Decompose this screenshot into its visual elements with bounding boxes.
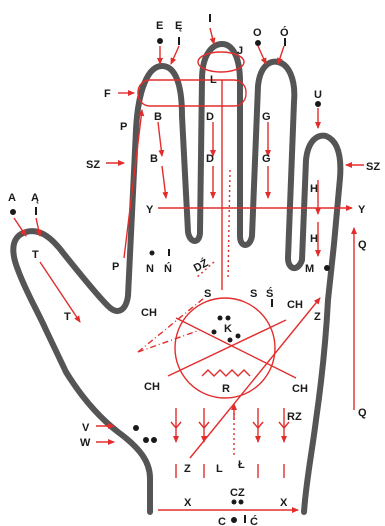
label-x-1: X	[184, 497, 192, 509]
label-m: M	[305, 263, 314, 275]
chevron-lower-2	[198, 421, 210, 430]
label-k: K	[224, 323, 232, 335]
label-ch-2: CH	[287, 299, 303, 311]
label-y-right: Y	[358, 204, 366, 216]
arrow-t	[39, 261, 81, 323]
r-zigzag	[201, 369, 251, 377]
chevron-lower-4	[278, 421, 290, 430]
arrow-e-ogonek	[170, 45, 180, 65]
arrow-a-ogonek	[35, 217, 42, 237]
label-q-bottom: Q	[358, 407, 367, 419]
ch-line-1	[175, 317, 297, 379]
label-d-2: D	[206, 153, 214, 165]
label-s-acute: Ś	[266, 287, 273, 300]
label-j: J	[237, 45, 243, 57]
label-p-bottom: P	[112, 261, 119, 273]
label-l-bottom: L	[216, 463, 223, 475]
label-h-1: H	[310, 183, 318, 195]
dots-and-bars	[10, 14, 330, 523]
label-cz: CZ	[230, 487, 245, 499]
chevron-lower-3	[252, 421, 264, 430]
label-n: N	[146, 263, 154, 275]
f-knuckle-box	[137, 79, 247, 107]
label-u: U	[314, 89, 322, 101]
arrow-i	[209, 27, 216, 45]
arrow-b-1	[157, 121, 165, 157]
hand-outline	[10, 41, 344, 515]
label-a: A	[8, 192, 16, 204]
label-o: O	[253, 27, 262, 39]
label-y-left: Y	[146, 204, 154, 216]
label-t-1: T	[32, 249, 39, 261]
label-c: C	[218, 516, 226, 526]
label-f: F	[104, 88, 111, 100]
label-z-2: Z	[184, 463, 191, 475]
arrow-a	[13, 217, 27, 237]
label-a-ogonek: Ą	[31, 192, 39, 204]
label-ch-4: CH	[292, 383, 308, 395]
arrow-z	[189, 297, 321, 459]
label-dz: DŹ	[191, 256, 210, 274]
label-b-2: B	[150, 153, 158, 165]
label-l-stroke: Ł	[238, 459, 245, 471]
chevron-lower-1	[170, 421, 182, 430]
j-loop	[197, 51, 245, 73]
label-ch-1: CH	[141, 307, 157, 319]
arrow-p	[123, 109, 145, 259]
ch-line-2	[167, 319, 287, 377]
label-r: R	[222, 383, 230, 395]
label-b-1: B	[154, 111, 162, 123]
label-sz-right: SZ	[366, 161, 380, 173]
label-s-1: S	[204, 288, 211, 300]
label-x-2: X	[280, 497, 288, 509]
label-s-2: S	[250, 288, 257, 300]
label-sz-left: SZ	[86, 159, 100, 171]
arrow-b-2	[161, 165, 169, 199]
label-rz: RZ	[287, 411, 302, 423]
dz-dotted-line	[195, 261, 215, 279]
label-e: E	[156, 20, 163, 32]
dash-dot-line-1	[137, 297, 205, 353]
label-d-1: D	[206, 111, 214, 123]
arrow-o	[257, 45, 267, 65]
l-dotted-line	[227, 169, 231, 281]
label-ch-3: CH	[144, 381, 160, 393]
label-l-top: L	[210, 74, 217, 86]
label-c-acute: Ć	[250, 515, 258, 526]
label-h-2: H	[310, 233, 318, 245]
label-g-1: G	[262, 111, 271, 123]
palm-circle	[174, 297, 276, 399]
label-g-2: G	[262, 153, 271, 165]
dash-dot-line-2	[137, 329, 201, 353]
red-arrows	[13, 27, 364, 513]
label-w: W	[80, 437, 91, 449]
label-t-2: T	[64, 311, 71, 323]
label-q-top: Q	[358, 239, 367, 251]
label-p-top: P	[120, 121, 127, 133]
label-n-acute: Ń	[164, 262, 172, 275]
label-e-ogonek: Ę	[175, 20, 182, 32]
label-v: V	[82, 422, 90, 434]
label-o-acute: Ó	[280, 26, 289, 39]
label-z-1: Z	[314, 311, 321, 323]
arrow-o-acute	[277, 45, 285, 65]
labels: E Ę J O Ó U F P P SZ SZ B B L D D G G H …	[8, 20, 380, 526]
